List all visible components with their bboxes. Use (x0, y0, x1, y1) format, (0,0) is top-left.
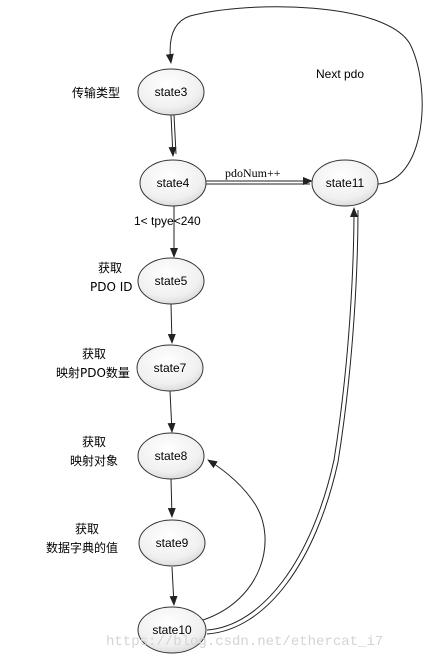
note-get-state5: 获取 (98, 261, 122, 275)
state10-label: state10 (152, 623, 192, 637)
edge-state9-state10 (169, 566, 178, 606)
state7-label: state7 (154, 361, 187, 375)
node-state5: state5 (137, 257, 205, 305)
node-state10: state10 (137, 606, 207, 654)
edge-state5-state7 (167, 303, 176, 344)
note-dict-value: 数据字典的值 (46, 540, 118, 555)
edge-state11-state3 (165, 6, 423, 185)
node-state4: state4 (139, 159, 207, 207)
state5-label: state5 (155, 274, 188, 288)
edge-state7-state8 (167, 390, 176, 433)
watermark-url: https://blog.csdn.net/ethercat_i7 (106, 634, 383, 650)
node-state8: state8 (137, 432, 205, 480)
node-state3: state3 (137, 68, 205, 116)
state11-label: state11 (326, 176, 365, 190)
node-state11: state11 (311, 159, 379, 207)
edge-state10-state11-double (206, 209, 359, 635)
state8-label: state8 (155, 449, 188, 463)
edge-label-pdonum: pdoNum++ (225, 166, 281, 180)
edge-state8-state9 (167, 478, 176, 518)
edge-state10-state8 (202, 459, 266, 621)
note-pdo-id: PDO ID (90, 280, 133, 294)
state3-label: state3 (155, 85, 188, 99)
note-map-pdo-count: 映射PDO数量 (56, 365, 130, 380)
note-get-state8: 获取 (82, 435, 106, 449)
edge-label-next-pdo: Next pdo (316, 67, 364, 81)
note-map-object: 映射对象 (70, 453, 118, 468)
node-state7: state7 (136, 344, 204, 392)
node-state9: state9 (138, 519, 206, 567)
note-get-state9: 获取 (75, 522, 99, 536)
edge-state3-state4 (168, 114, 177, 157)
note-transfer-type: 传输类型 (72, 85, 120, 100)
edge-state3-state4-double (173, 114, 177, 155)
edge-label-tpye-range: 1< tpye<240 (134, 214, 201, 228)
state9-label: state9 (156, 536, 189, 550)
edges (165, 6, 423, 635)
edge-state10-state11 (206, 207, 358, 631)
note-get-state7: 获取 (82, 347, 106, 361)
state4-label: state4 (157, 176, 190, 190)
